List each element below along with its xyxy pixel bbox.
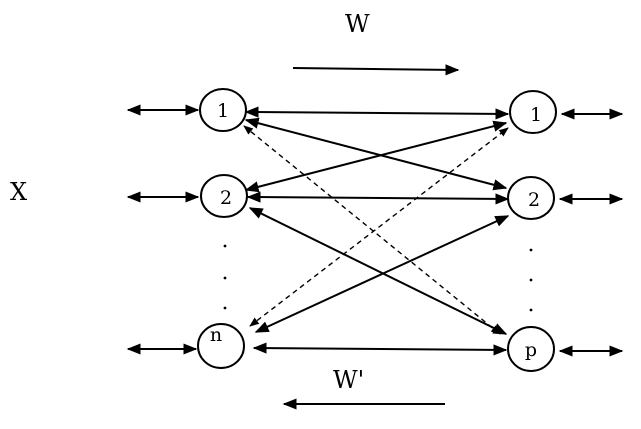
left-ellipsis-dots (223, 244, 227, 310)
left-node-2: 2 (200, 174, 248, 218)
left-node-1: 1 (199, 88, 247, 132)
right-node-1: 1 (509, 90, 557, 134)
edge-ln-r1 (249, 127, 509, 327)
left-node-1-label: 1 (217, 100, 229, 122)
right-node-2: 2 (507, 176, 555, 220)
edge-ln-rp (252, 342, 508, 356)
forward-direction-arrow (292, 64, 460, 76)
left-node-2-label: 2 (220, 187, 232, 209)
edge-l2-rp (248, 207, 508, 335)
right-node-2-label: 2 (528, 189, 540, 211)
weight-label-backward: W' (333, 366, 364, 394)
edge-l1-r2 (244, 117, 508, 191)
edge-l2-r1 (244, 120, 508, 193)
left-node-n-label: n (210, 324, 222, 346)
right-node-1-label: 1 (530, 104, 542, 126)
weight-label-forward: W (345, 10, 370, 38)
input-label: X (10, 178, 27, 206)
edge-l2-r2 (246, 191, 510, 205)
right-node-p: p (507, 326, 555, 372)
edge-ln-r2 (254, 215, 510, 333)
right-node-p-label: p (525, 339, 537, 361)
right-ellipsis-dots (529, 248, 533, 312)
left-node-n: n (197, 323, 245, 369)
edge-l1-r1 (244, 106, 510, 120)
